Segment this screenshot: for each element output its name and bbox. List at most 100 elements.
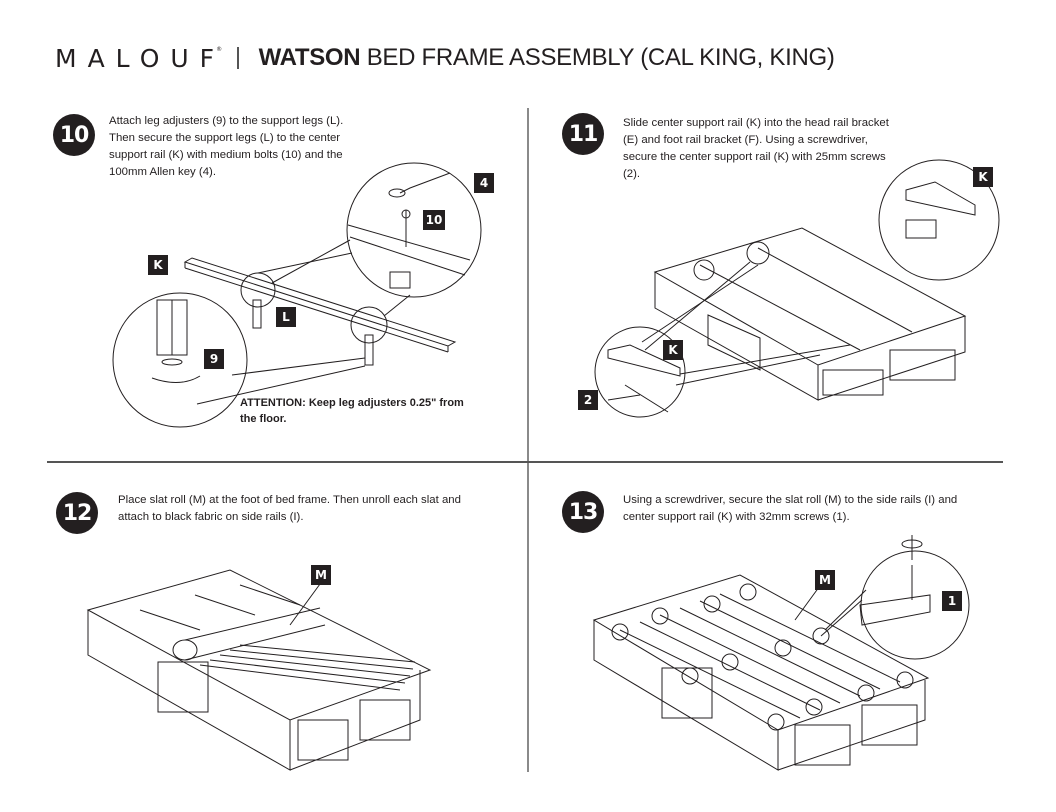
- illustration-line: [774, 639, 792, 657]
- page-title: WATSON BED FRAME ASSEMBLY (CAL KING, KIN…: [259, 44, 835, 72]
- illustration-line: [593, 620, 779, 771]
- illustration-line: [812, 627, 830, 645]
- bracket-circle-1: [693, 259, 715, 281]
- illustration-line: [889, 349, 956, 381]
- detail-circle-1: [240, 272, 276, 308]
- illustration-line: [151, 375, 201, 383]
- illustration-line: [297, 719, 349, 761]
- product-name: WATSON: [258, 44, 361, 71]
- illustration-line: [757, 247, 913, 333]
- illustration-line: [271, 239, 351, 284]
- step-10-instructions: Attach leg adjusters (9) to the support …: [109, 115, 344, 178]
- illustration-line: [349, 236, 466, 276]
- vertical-divider: [527, 108, 529, 772]
- step-12-illustration: [86, 569, 432, 771]
- step-10-attention-note: ATTENTION: Keep leg adjusters 0.25" from…: [240, 397, 464, 425]
- illustration-line: [383, 294, 411, 317]
- illustration-line: [794, 724, 851, 766]
- illustration-line: [817, 316, 966, 401]
- illustration-line: [401, 209, 411, 219]
- callout-10-step10: 10: [423, 210, 445, 230]
- illustration-line: [857, 684, 875, 702]
- threaded-insert: [389, 271, 411, 289]
- callout-1-step13: 1: [942, 591, 962, 611]
- callout-m-step13: M: [815, 570, 835, 590]
- callout-2-step11: 2: [578, 390, 598, 410]
- illustration-line: [624, 384, 669, 413]
- illustration-line: [184, 607, 321, 641]
- illustration-line: [644, 261, 751, 351]
- illustration-line: [721, 653, 739, 671]
- callout-k-head-step11: K: [973, 167, 993, 187]
- illustration-line: [289, 670, 421, 771]
- illustration-line: [607, 394, 641, 401]
- step-11-instructions: Slide center support rail (K) into the h…: [623, 117, 889, 180]
- step-11-illustration: [594, 159, 1000, 418]
- callout-4-step10: 4: [474, 173, 494, 193]
- illustration-line: [199, 644, 416, 691]
- callout-k-foot-step11: K: [663, 340, 683, 360]
- allen-key: [399, 172, 451, 194]
- illustration-line: [699, 264, 861, 351]
- illustration-line: [157, 661, 209, 713]
- header-separator: [237, 47, 239, 69]
- illustration-line: [156, 299, 188, 356]
- illustration-line: [139, 609, 201, 631]
- illustration-line: [859, 594, 931, 626]
- title-rest: BED FRAME ASSEMBLY (CAL KING, KING): [360, 44, 835, 71]
- illustration-line: [896, 671, 914, 689]
- illustration-line: [231, 357, 366, 376]
- illustration-line: [805, 698, 823, 716]
- brand-mark: ®: [216, 45, 223, 53]
- bolt-detail-magnifier: [346, 162, 482, 298]
- illustration-line: [592, 574, 930, 731]
- illustration-line: [905, 219, 937, 239]
- callout-m-step12: M: [311, 565, 331, 585]
- illustration-line: [194, 594, 256, 616]
- slat-roll: [172, 639, 198, 661]
- illustration-line: [184, 624, 326, 661]
- illustration-line: [824, 589, 867, 631]
- illustration-line: [767, 713, 785, 731]
- support-leg-1: [252, 299, 262, 329]
- callout-k-step10: K: [148, 255, 168, 275]
- brand-name: MALOUF: [55, 43, 226, 73]
- callout-9-step10: 9: [204, 349, 224, 369]
- illustration-line: [239, 584, 301, 606]
- illustration-line: [905, 181, 976, 216]
- illustration-line: [861, 704, 918, 746]
- illustration-line: [820, 599, 863, 637]
- illustration-line: [707, 314, 761, 371]
- illustration-line: [641, 264, 759, 343]
- support-leg-2: [364, 334, 374, 366]
- illustration-line: [619, 593, 901, 719]
- horizontal-divider: [47, 461, 1003, 463]
- bed-frame-outline: [653, 227, 967, 366]
- illustration-line: [86, 569, 432, 721]
- step-13-illustration: [592, 535, 970, 771]
- step-12-instructions: Place slat roll (M) at the foot of bed f…: [118, 494, 461, 523]
- illustration-line: [161, 358, 183, 366]
- leg-adjuster-magnifier: [112, 292, 248, 428]
- illustration-line: [654, 272, 819, 401]
- illustration-line: [184, 267, 449, 353]
- step-10-illustration: [112, 162, 482, 428]
- illustration-line: [388, 188, 406, 198]
- page-header: MALOUF® WATSON BED FRAME ASSEMBLY (CAL K…: [55, 40, 835, 76]
- malouf-logo: MALOUF®: [55, 44, 231, 73]
- step-11-number: 11: [562, 113, 604, 155]
- illustration-line: [681, 667, 699, 685]
- center-support-rail: [183, 257, 457, 347]
- step-12-number: 12: [56, 492, 98, 534]
- illustration-line: [822, 369, 884, 396]
- illustration-line: [777, 680, 926, 771]
- illustration-line: [611, 623, 629, 641]
- illustration-line: [739, 583, 757, 601]
- step-10-number: 10: [53, 114, 95, 156]
- illustration-line: [359, 699, 411, 741]
- illustration-line: [675, 354, 821, 386]
- detail-circle-2: [350, 306, 388, 344]
- illustration-line: [661, 667, 713, 719]
- bracket-circle-2: [746, 241, 770, 265]
- illustration-line: [289, 583, 321, 626]
